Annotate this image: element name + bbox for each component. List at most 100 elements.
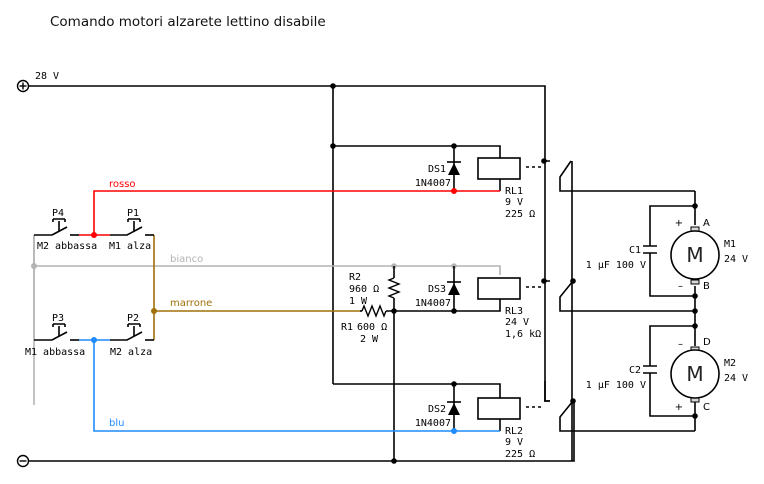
m1-label: M1 [724, 239, 736, 250]
button-actuator-icon [127, 323, 141, 336]
junction [451, 308, 457, 314]
m1-terminal-b-label: B [703, 281, 710, 292]
junction [91, 232, 97, 238]
rl2-resistance: 225 Ω [505, 449, 535, 460]
c2-value: 1 µF 100 V [586, 380, 646, 391]
junction [330, 143, 336, 149]
relay-contact-rl3 [559, 280, 695, 312]
ds1-label: DS1 [428, 164, 446, 175]
p3-function: M1 abbassa [25, 347, 85, 358]
r1-value: 600 Ω [357, 322, 387, 333]
m2-terminal-c-label: C [703, 402, 710, 413]
c1-label: C1 [629, 245, 641, 256]
resistor-r1-icon [361, 304, 387, 318]
motor-m2-icon [670, 349, 720, 399]
m1-voltage: 24 V [724, 254, 748, 265]
diode-icon [447, 281, 461, 295]
junction [330, 83, 336, 89]
junction [692, 308, 698, 314]
ds2-label: DS2 [428, 404, 446, 415]
ds3-part: 1N4007 [415, 298, 451, 309]
m2-bottom-polarity: + [675, 402, 683, 413]
m1-top-polarity: + [675, 218, 683, 229]
r2-power: 1 W [349, 296, 368, 307]
rosso-wire [93, 190, 500, 235]
bianco-label: bianco [170, 254, 203, 265]
p2-function: M2 alza [110, 347, 152, 358]
r1-power: 2 W [360, 334, 379, 345]
supply-voltage-label: 28 V [35, 71, 59, 82]
rl1-voltage: 9 V [505, 197, 523, 208]
blu-wire [93, 340, 500, 432]
m1-terminal-b [690, 279, 700, 285]
diagram-title: Comando motori alzarete lettino disabile [50, 14, 326, 30]
rl3-return-wire [386, 298, 501, 312]
button-actuator-icon [52, 218, 66, 231]
junction [151, 308, 157, 314]
capacitor-c1-icon [643, 245, 657, 254]
relay-contact-rl2 [559, 400, 695, 432]
r1-label: R1 [341, 322, 353, 333]
ds1-part: 1N4007 [415, 178, 451, 189]
relay-coil-rl1 [477, 157, 521, 180]
bianco-wire [34, 265, 501, 275]
rl3-label: RL3 [505, 306, 523, 317]
positive-rail [28, 85, 546, 161]
rl2-voltage: 9 V [505, 437, 523, 448]
p4-function: M2 abbassa [37, 241, 97, 252]
m1-symbol: M [686, 243, 703, 267]
rosso-label: rosso [109, 179, 136, 190]
capacitor-c2-icon [643, 365, 657, 374]
m2-label: M2 [724, 358, 736, 369]
p1-label: P1 [127, 208, 139, 219]
junction [391, 458, 397, 464]
marrone-label: marrone [170, 298, 212, 309]
c1-wires [649, 205, 695, 297]
positive-terminal-icon [16, 79, 30, 93]
push-button-p2[interactable] [110, 331, 143, 341]
junction [91, 337, 97, 343]
motor-m1-icon [670, 230, 720, 280]
relay-coil-rl3 [477, 277, 521, 300]
m1-bottom-polarity: – [678, 281, 683, 292]
junction [451, 428, 457, 434]
blu-label: blu [109, 418, 124, 429]
junction [31, 263, 37, 269]
rl1-resistance: 225 Ω [505, 209, 535, 220]
push-button-p1[interactable] [110, 226, 143, 236]
m2-symbol: M [686, 362, 703, 386]
relay-contact-rl1 [559, 160, 695, 192]
junction [451, 188, 457, 194]
resistor-r2-icon [387, 277, 401, 299]
diode-icon [447, 161, 461, 175]
r2-label: R2 [349, 272, 361, 283]
c2-label: C2 [629, 365, 641, 376]
negative-rail [28, 401, 575, 462]
negative-terminal-icon [16, 454, 30, 468]
button-actuator-icon [52, 323, 66, 336]
rl1-supply-wire [333, 145, 501, 158]
r2-value: 960 Ω [349, 284, 379, 295]
c1-value: 1 µF 100 V [586, 260, 646, 271]
rl3-resistance: 1,6 kΩ [505, 329, 541, 340]
m2-terminal-d-label: D [703, 337, 711, 348]
p2-label: P2 [127, 313, 139, 324]
push-button-p3[interactable] [34, 331, 68, 341]
c2-wires [649, 325, 695, 417]
p1-function: M1 alza [109, 241, 151, 252]
diode-icon [447, 401, 461, 415]
m1-terminal-a-label: A [703, 218, 710, 229]
rl2-supply-wire [333, 383, 501, 398]
p4-label: P4 [52, 208, 64, 219]
rl2-label: RL2 [505, 426, 523, 437]
ds2-part: 1N4007 [415, 418, 451, 429]
rl3-voltage: 24 V [505, 317, 529, 328]
ds3-label: DS3 [428, 284, 446, 295]
m2-top-polarity: – [678, 339, 683, 350]
m2-voltage: 24 V [724, 373, 748, 384]
rl1-label: RL1 [505, 186, 523, 197]
p3-label: P3 [52, 313, 64, 324]
button-actuator-icon [127, 218, 141, 231]
contact-stub-rl2 [544, 381, 550, 402]
